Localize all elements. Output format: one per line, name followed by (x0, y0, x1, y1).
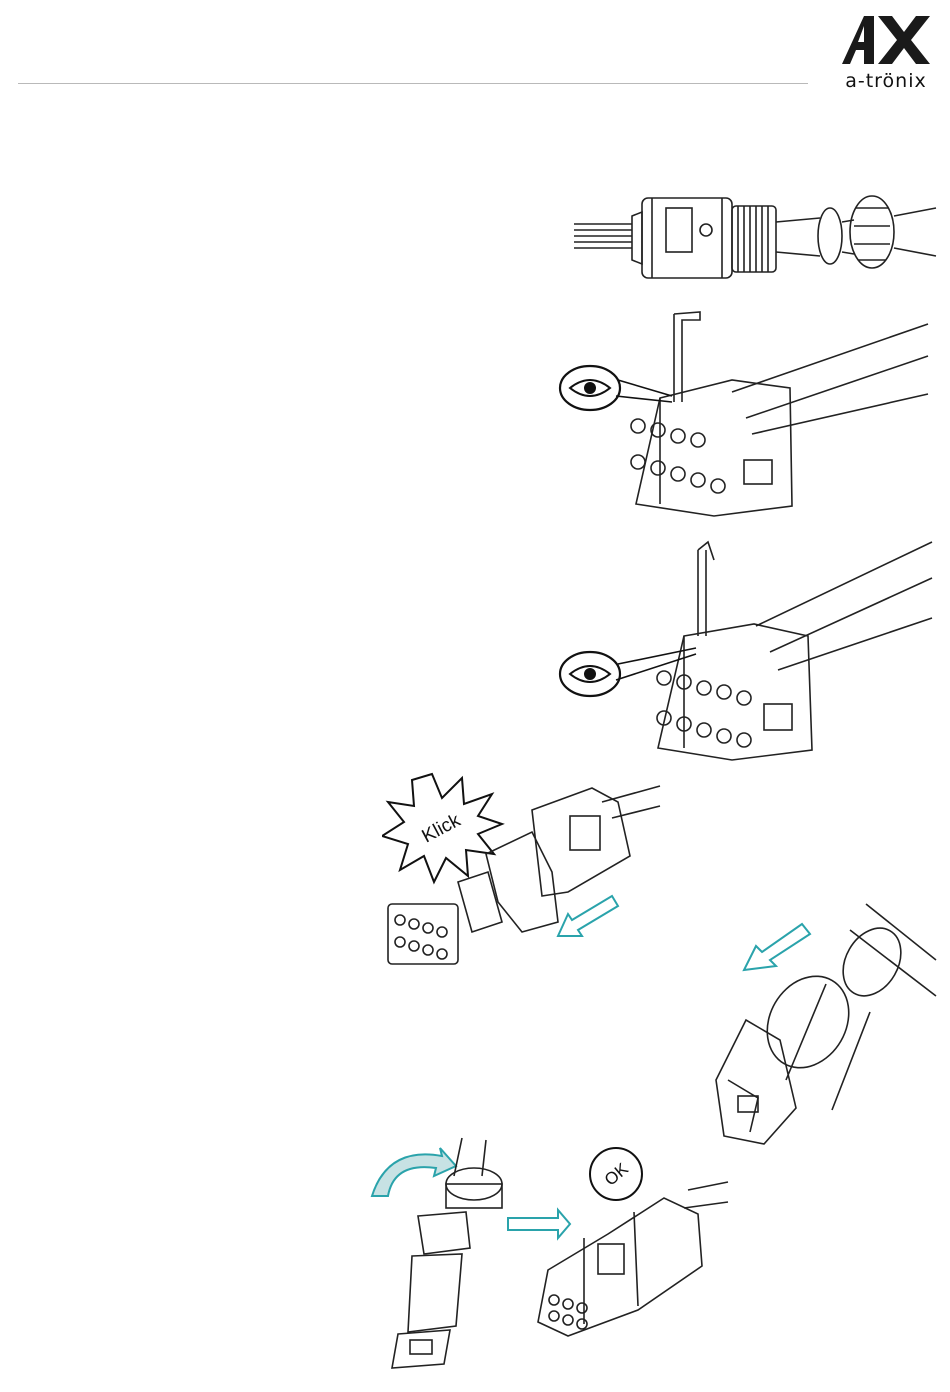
ax-logo-icon (838, 14, 934, 70)
figure-connector-inspect-1 (556, 310, 938, 522)
hex-key-icon (698, 542, 714, 636)
figure-klick-insert: Klick (382, 772, 664, 976)
forward-arrow-icon (508, 1210, 570, 1238)
figure-connector-inspect-2 (556, 540, 938, 770)
ok-badge: OK (590, 1148, 642, 1200)
figure-sleeve-fit (686, 900, 938, 1146)
cable-assembly-icon (572, 186, 938, 290)
figure-tighten-ok: OK (358, 1136, 730, 1372)
brand-wordmark: a-trönix (832, 70, 940, 92)
insert-arrow-icon (558, 896, 618, 936)
brand-logo: a-trönix (832, 14, 940, 94)
insert-arrow-icon (744, 924, 810, 970)
rotate-arrow-icon (372, 1148, 456, 1196)
eye-icon (560, 366, 672, 410)
figure-cable-assembly (572, 186, 938, 290)
header-divider (18, 83, 808, 84)
